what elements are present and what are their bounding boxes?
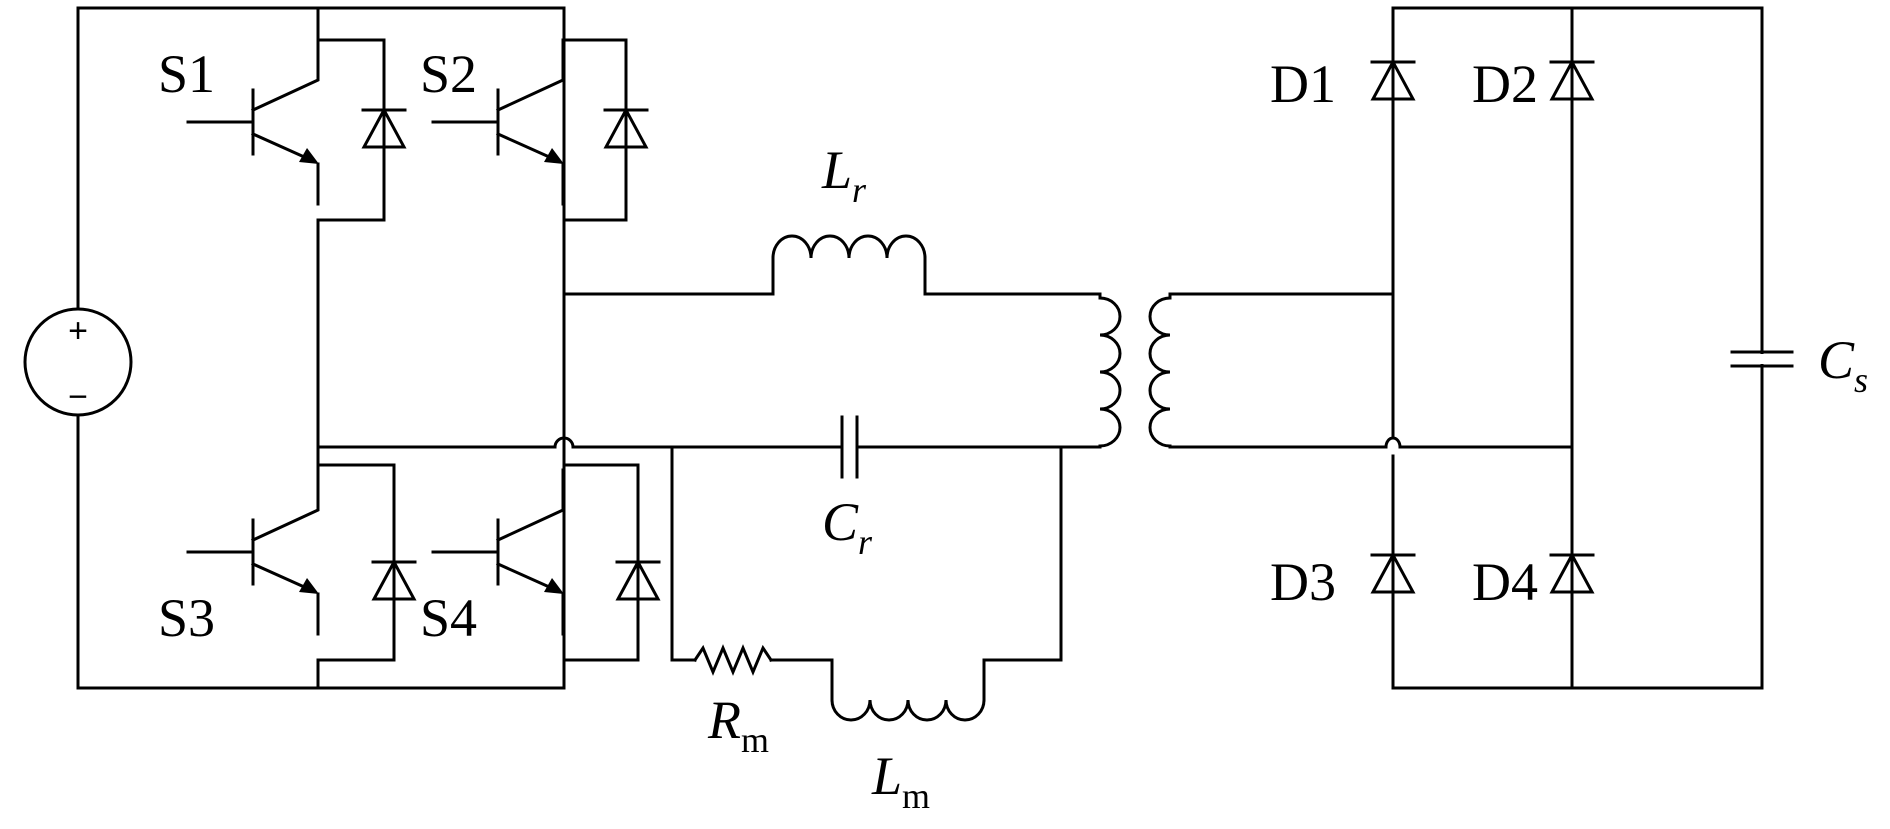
- supply-rails: [76, 6, 566, 690]
- d1-label: D1: [1270, 54, 1336, 114]
- switch-s3: [186, 463, 417, 662]
- d4-label: D4: [1472, 552, 1538, 612]
- lr-label: Lr: [821, 140, 867, 210]
- resonant-inductor-lr: [562, 234, 1102, 300]
- output-capacitor-cs: [1730, 350, 1794, 368]
- switch-s4: [431, 463, 661, 662]
- rectifier-bridge: [1384, 6, 1764, 690]
- s1-label: S1: [158, 44, 215, 104]
- switch-s1: [186, 38, 407, 222]
- cs-label: Cs: [1818, 330, 1868, 400]
- cr-label: Cr: [822, 492, 873, 562]
- rm-label: Rm: [707, 690, 769, 760]
- source-plus-sign: +: [68, 312, 88, 350]
- d2-label: D2: [1472, 54, 1538, 114]
- magnetizing-branch: [670, 445, 1063, 722]
- transformer: [1098, 292, 1395, 449]
- d3-label: D3: [1270, 552, 1336, 612]
- s3-label: S3: [158, 588, 215, 648]
- lm-label: Lm: [871, 746, 930, 816]
- switch-s2: [431, 38, 649, 222]
- dc-source: + −: [23, 307, 133, 417]
- s4-label: S4: [420, 588, 477, 648]
- resonant-capacitor-cr: [316, 415, 1102, 479]
- s2-label: S2: [420, 44, 477, 104]
- source-minus-sign: −: [68, 378, 88, 416]
